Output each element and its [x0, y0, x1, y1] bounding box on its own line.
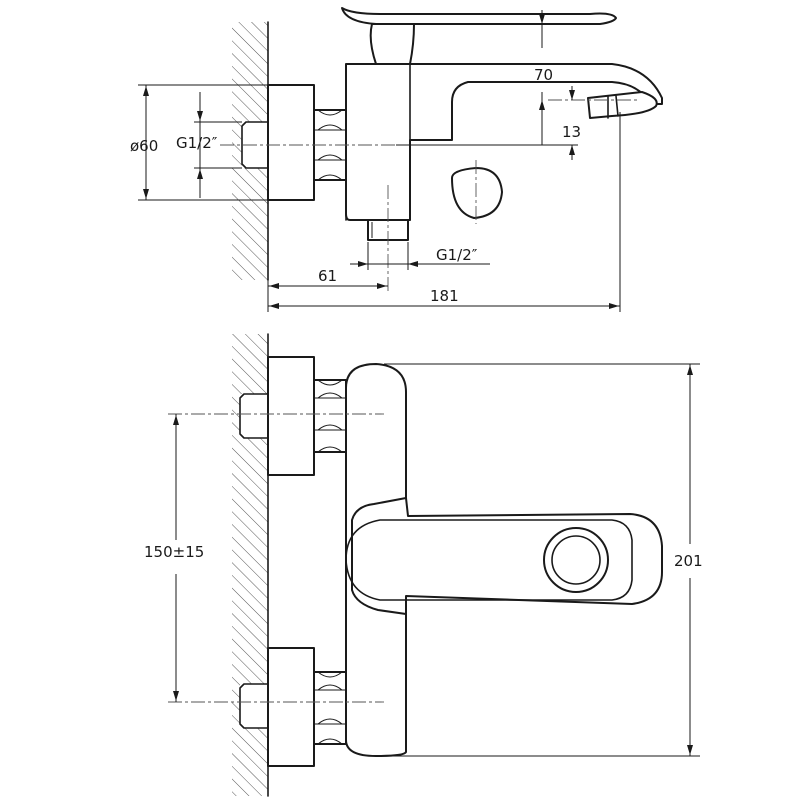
front-view: 150±15 201	[144, 333, 703, 797]
spout-tip-side	[587, 91, 658, 119]
spout-front	[345, 497, 663, 615]
dim-inlet-spacing	[173, 414, 179, 702]
lever-handle-side	[341, 7, 617, 65]
dim-outlet-thread	[350, 242, 490, 270]
dim-outlet-61-text: 61	[318, 267, 337, 285]
dim-spout-70	[539, 10, 545, 145]
dim-outlet-thread-text: G1/2″	[436, 246, 478, 264]
dim-diameter-60-text: ø60	[130, 137, 158, 155]
escutcheon-flange-top	[267, 84, 315, 201]
dim-total-height	[384, 363, 700, 757]
side-view: ø60 G1/2″ 70 13	[130, 7, 663, 312]
dim-spout-13-text: 13	[562, 123, 581, 141]
dim-outlet-61	[267, 262, 388, 312]
dim-spout-13	[396, 86, 578, 160]
inlet-pipe-lower	[239, 683, 269, 729]
dim-total-181-text: 181	[430, 287, 459, 305]
dim-total-height-text: 201	[674, 552, 703, 570]
hex-nut-lower	[313, 671, 347, 745]
dim-inlet-spacing-text: 150±15	[144, 543, 204, 561]
dim-inlet-thread-text: G1/2″	[176, 134, 218, 152]
escutcheon-flange-upper	[267, 356, 315, 476]
aerator-ring-front	[543, 527, 609, 593]
dim-spout-70-text: 70	[534, 66, 553, 84]
faucet-body-side	[345, 63, 663, 221]
dim-diameter-60	[138, 84, 268, 201]
dim-inlet-thread	[194, 92, 242, 198]
hex-nut-upper	[313, 379, 347, 453]
outlet-spigot-side	[367, 219, 409, 241]
dim-total-181	[268, 112, 621, 312]
inlet-pipe-upper	[239, 393, 269, 439]
diverter-knob-side	[451, 167, 503, 219]
escutcheon-flange-lower	[267, 647, 315, 767]
